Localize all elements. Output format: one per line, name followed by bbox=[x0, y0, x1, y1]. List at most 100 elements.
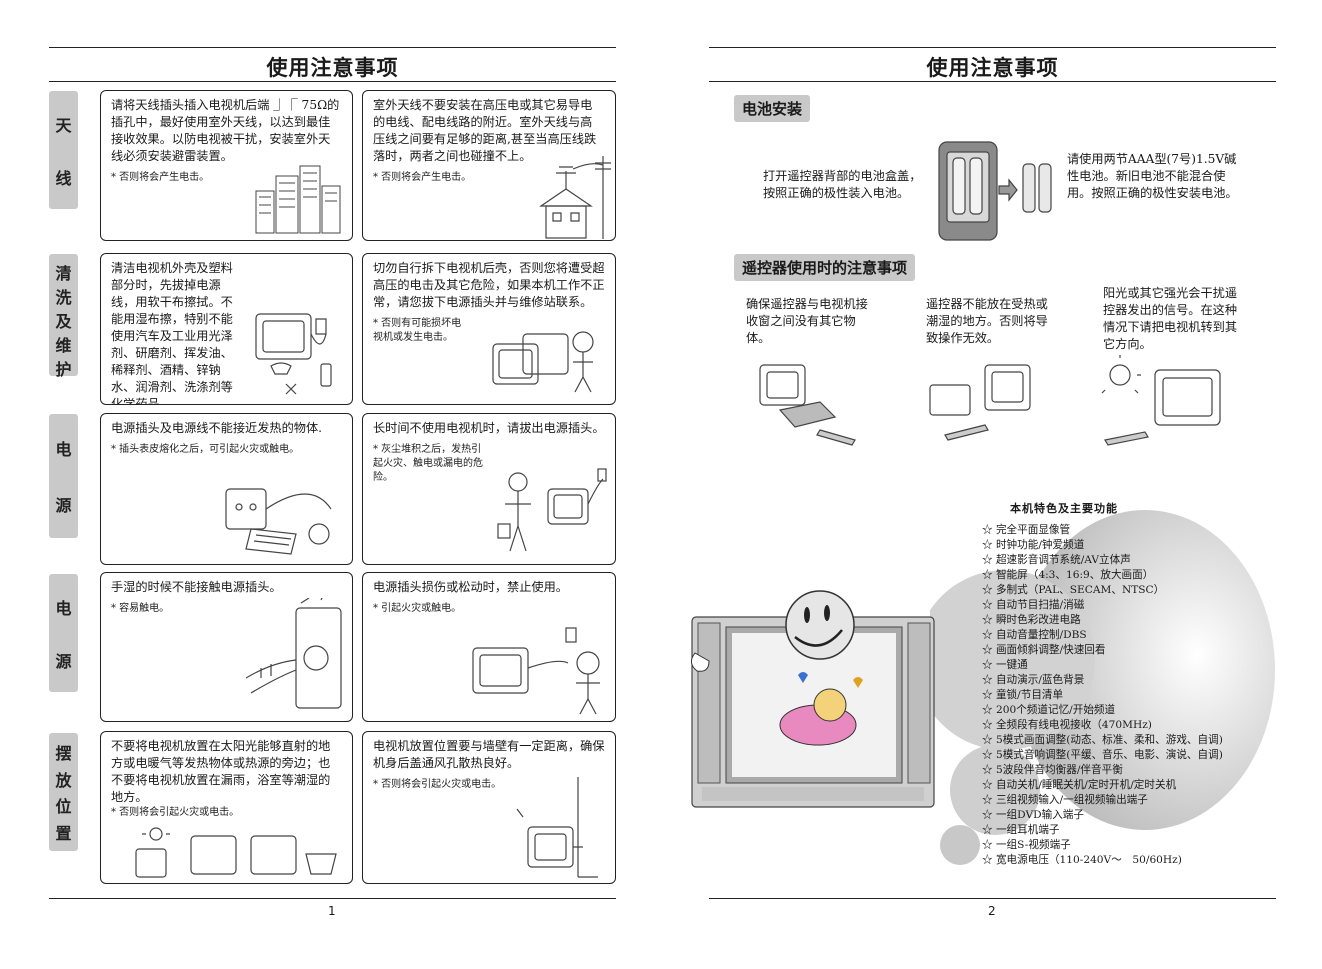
features-list: 完全平面显像管 时钟功能/钟爱频道 超速影音调节系统/AV立体声 智能屏（4:3… bbox=[982, 523, 1223, 868]
box-note: * 引起火灾或触电。 bbox=[373, 603, 462, 614]
wet-hand-plug-illustration bbox=[245, 598, 342, 709]
side-char: 摆 bbox=[55, 744, 72, 764]
tv-wall-distance-illustration bbox=[516, 777, 598, 878]
box-text: 清洁电视机外壳及塑料部分时，先拔掉电源线，用软干布擦拭。不能用湿布擦，特别不能使… bbox=[111, 261, 233, 405]
box-text: 手湿的时候不能接触电源插头。 bbox=[111, 580, 282, 594]
battery-header: 电池安装 bbox=[734, 95, 811, 122]
heater-plug-illustration bbox=[225, 488, 332, 555]
tv-remote-obstacle-illustration bbox=[759, 364, 856, 446]
remote-tip-3: 阳光或其它强光会干扰遥控器发出的信号。在这种情况下请把电视机转到其它方向。 bbox=[1103, 286, 1238, 351]
side-label-antenna: 天 线 bbox=[49, 91, 78, 209]
box-note: * 否则将会引起火灾或电击。 bbox=[111, 807, 240, 818]
box-text: 电源插头损伤或松动时，禁止使用。 bbox=[373, 580, 568, 594]
list-item: 多制式（PAL、SECAM、NTSC） bbox=[982, 583, 1223, 598]
side-char: 位 bbox=[55, 797, 72, 817]
tv-cleaning-illustration bbox=[255, 313, 332, 395]
list-item: 一组耳机端子 bbox=[982, 823, 1223, 838]
list-item: 童锁/节目清单 bbox=[982, 688, 1223, 703]
box-text: 电视机放置位置要与墙壁有一定距离，确保机身后盖通风孔散热良好。 bbox=[373, 739, 605, 770]
side-char: 天 bbox=[55, 115, 72, 135]
side-char: 及 bbox=[55, 312, 72, 331]
battery-right-text: 请使用两节AAA型(7号)1.5V碱性电池。新旧电池不能混合使用。按照正确的极性… bbox=[1067, 152, 1238, 200]
tv-heat-remote-illustration bbox=[929, 364, 1031, 441]
list-item: 三组视频输入/一组视频输出端子 bbox=[982, 793, 1223, 808]
list-item: 一键通 bbox=[982, 658, 1223, 673]
top-rule-left bbox=[49, 47, 616, 48]
side-label-placement: 摆 放 位 置 bbox=[49, 733, 78, 851]
box-note: * 否则将会产生电击。 bbox=[373, 172, 472, 183]
cleaning-right-box: 切勿自行拆下电视机后壳，否则您将遭受超高压的电击及其它危险，如果本机工作不正常，… bbox=[362, 253, 616, 405]
box-text: 切勿自行拆下电视机后壳，否则您将遭受超高压的电击及其它危险，如果本机工作不正常，… bbox=[373, 261, 605, 309]
list-item: 自动关机/睡眠关机/定时开机/定时关机 bbox=[982, 778, 1223, 793]
box-note: * 否则将会引起火灾或电击。 bbox=[373, 779, 502, 790]
box-note: * 灰尘堆积之后，发热引起火灾、触电或漏电的危险。 bbox=[373, 444, 483, 483]
box-note: * 插头表皮熔化之后，可引起火灾或触电。 bbox=[111, 444, 300, 455]
tv-sun-rain-illustration bbox=[135, 824, 337, 878]
list-item: 自动节目扫描/消磁 bbox=[982, 598, 1223, 613]
side-char: 放 bbox=[55, 770, 72, 790]
power1-right-box: 长时间不使用电视机时，请拔出电源插头。 * 灰尘堆积之后，发热引起火灾、触电或漏… bbox=[362, 413, 616, 565]
page-title-right: 使用注意事项 bbox=[926, 56, 1059, 80]
remote-battery-illustration bbox=[938, 141, 1052, 241]
list-item: 超速影音调节系统/AV立体声 bbox=[982, 553, 1223, 568]
side-char: 护 bbox=[55, 360, 72, 379]
title-rule-left bbox=[49, 81, 616, 82]
power1-left-box: 电源插头及电源线不能接近发热的物体. * 插头表皮熔化之后，可引起火灾或触电。 bbox=[100, 413, 353, 565]
side-char: 源 bbox=[55, 651, 72, 671]
house-antenna-illustration bbox=[539, 156, 611, 239]
power2-left-box: 手湿的时候不能接触电源插头。 * 容易触电。 bbox=[100, 572, 353, 722]
bottom-rule-right bbox=[709, 898, 1276, 899]
box-text: 请将天线插头插入电视机后端 ⏌⎾ 75Ω的插孔中，最好使用室外天线，以达到最佳接… bbox=[111, 98, 340, 163]
box-text: 不要将电视机放置在太阳光能够直射的地方或电暖气等发热物体或热源的旁边；也不要将电… bbox=[111, 739, 331, 804]
box-note: * 否则有可能损坏电视机或发生电击。 bbox=[373, 318, 462, 343]
placement-right-box: 电视机放置位置要与墙壁有一定距离，确保机身后盖通风孔散热良好。 * 否则将会引起… bbox=[362, 731, 616, 884]
side-label-cleaning: 清 洗 及 维 护 bbox=[49, 254, 78, 379]
battery-left-text: 打开遥控器背部的电池盒盖，按照正确的极性装入电池。 bbox=[763, 169, 922, 200]
tv-repair-illustration bbox=[492, 331, 594, 393]
power2-right-box: 电源插头损伤或松动时，禁止使用。 * 引起火灾或触电。 bbox=[362, 572, 616, 722]
box-note: * 容易触电。 bbox=[111, 603, 170, 614]
box-text: 电源插头及电源线不能接近发热的物体. bbox=[111, 421, 323, 435]
antenna-right-box: 室外天线不要安装在高压电或其它易导电的电线、配电线路的附近。室外天线与高压线之间… bbox=[362, 90, 616, 241]
box-text: 室外天线不要安装在高压电或其它易导电的电线、配电线路的附近。室外天线与高压线之间… bbox=[373, 98, 597, 163]
list-item: 瞬时色彩改进电路 bbox=[982, 613, 1223, 628]
side-char: 线 bbox=[55, 168, 72, 188]
television-illustration bbox=[691, 590, 935, 808]
side-char: 洗 bbox=[55, 288, 72, 307]
remote-header: 遥控器使用时的注意事项 bbox=[734, 254, 916, 281]
side-char: 电 bbox=[55, 440, 72, 459]
features-title: 本机特色及主要功能 bbox=[1010, 502, 1118, 515]
side-label-power-1: 电 源 bbox=[49, 414, 78, 538]
list-item: 完全平面显像管 bbox=[982, 523, 1223, 538]
list-item: 200个频道记忆/开始频道 bbox=[982, 703, 1223, 718]
list-item: 自动音量控制/DBS bbox=[982, 628, 1223, 643]
list-item: 时钟功能/钟爱频道 bbox=[982, 538, 1223, 553]
list-item: 自动演示/蓝色背景 bbox=[982, 673, 1223, 688]
city-buildings-illustration bbox=[255, 165, 341, 234]
title-rule-right bbox=[709, 81, 1276, 82]
list-item: 智能屏（4:3、16:9、放大画面） bbox=[982, 568, 1223, 583]
page-number-left: 1 bbox=[328, 904, 336, 918]
side-char: 电 bbox=[55, 598, 72, 618]
remote-tip-2: 遥控器不能放在受热或潮湿的地方。否则将导致操作无效。 bbox=[926, 297, 1048, 345]
list-item: 5波段伴音均衡器/伴音平衡 bbox=[982, 763, 1223, 778]
page-number-right: 2 bbox=[988, 904, 996, 918]
remote-tip-1: 确保遥控器与电视机接收窗之间没有其它物体。 bbox=[746, 297, 868, 345]
list-item: 画面倾斜调整/快速回看 bbox=[982, 643, 1223, 658]
list-item: 宽电源电压（110-240V～ 50/60Hz) bbox=[982, 853, 1223, 868]
person-unplug-illustration bbox=[497, 468, 607, 552]
list-item: 一组S-视频端子 bbox=[982, 838, 1223, 853]
antenna-left-box: 请将天线插头插入电视机后端 ⏌⎾ 75Ω的插孔中，最好使用室外天线，以达到最佳接… bbox=[100, 90, 353, 241]
side-char: 维 bbox=[55, 336, 72, 355]
cleaning-left-box: 清洁电视机外壳及塑料部分时，先拔掉电源线，用软干布擦拭。不能用湿布擦，特别不能使… bbox=[100, 253, 353, 405]
side-label-power-2: 电 源 bbox=[49, 574, 78, 692]
list-item: 5模式音响调整(平缓、音乐、电影、演说、自调) bbox=[982, 748, 1223, 763]
side-char: 清 bbox=[55, 264, 72, 283]
side-char: 置 bbox=[55, 823, 72, 843]
tv-sunlight-illustration bbox=[1101, 355, 1221, 446]
list-item: 5模式画面调整(动态、标准、柔和、游戏、自调) bbox=[982, 733, 1223, 748]
top-rule-right bbox=[709, 47, 1276, 48]
list-item: 一组DVD输入端子 bbox=[982, 808, 1223, 823]
page-title-left: 使用注意事项 bbox=[266, 56, 399, 80]
side-char: 源 bbox=[55, 496, 72, 515]
